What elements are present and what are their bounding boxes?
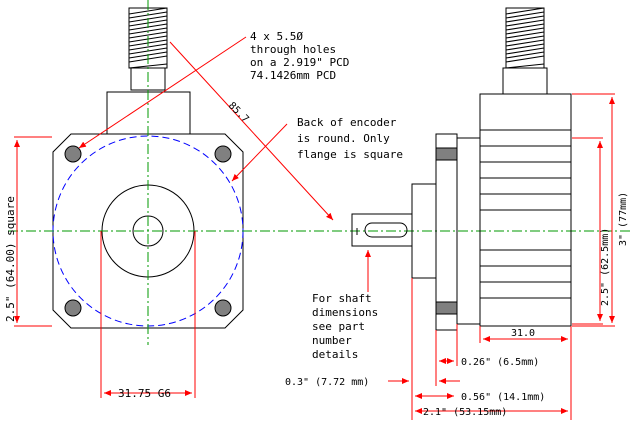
dim-056-label: 0.56" (14.1mm) [461,392,545,403]
pilot [411,183,437,279]
encoder-note-line: flange is square [297,148,403,161]
hole-note-line: on a 2.919" PCD [250,56,349,69]
dim-03-label: 0.3" (7.72 mm) [285,377,369,388]
mount-hole [64,145,82,163]
square-flange [52,133,244,329]
bore-dim-label: 31.75 G6 [118,387,171,400]
side-leadscrew-thread [505,7,545,69]
hole-note-line: 74.1426mm PCD [250,69,336,82]
mount-hole [214,145,232,163]
shaft-note: For shaft dimensions see part number det… [312,292,378,361]
shaft-note-line: see part [312,320,365,333]
shaft-note-line: number [312,334,352,347]
dim-026-label: 0.26" (6.5mm) [461,357,539,368]
diagonal-dim-label: 85.7 [226,100,251,125]
front-dimensions [14,36,334,398]
shaft [351,213,412,247]
square-dim-label: 2.5" (64.00) square [4,196,17,322]
encoder-note-line: is round. Only [297,132,390,145]
front-view [8,0,630,345]
hole-note: 4 x 5.5Ø through holes on a 2.919" PCD 7… [250,30,349,82]
side-dimensions [365,93,615,420]
shaft-note-line: details [312,348,358,361]
mount-hole [214,299,232,317]
side-flange [435,133,458,331]
body-small-dim-label: 2.5" (62.5mm) [600,228,611,306]
hole-note-line: through holes [250,43,336,56]
encoder-note: Back of encoder is round. Only flange is… [297,116,403,161]
length-31-label: 31.0 [511,328,535,339]
side-nut [502,67,548,95]
encoder-note-line: Back of encoder [297,116,397,129]
hole-note-line: 4 x 5.5Ø [250,30,303,43]
shaft-note-line: For shaft [312,292,372,305]
mount-hole [64,299,82,317]
body-fins [480,129,571,299]
shaft-note-line: dimensions [312,306,378,319]
side-view [351,7,572,331]
dim-21-label: 2.1" (53.15mm) [423,407,507,418]
body-large-dim-label: 3" (77mm) [618,192,629,246]
